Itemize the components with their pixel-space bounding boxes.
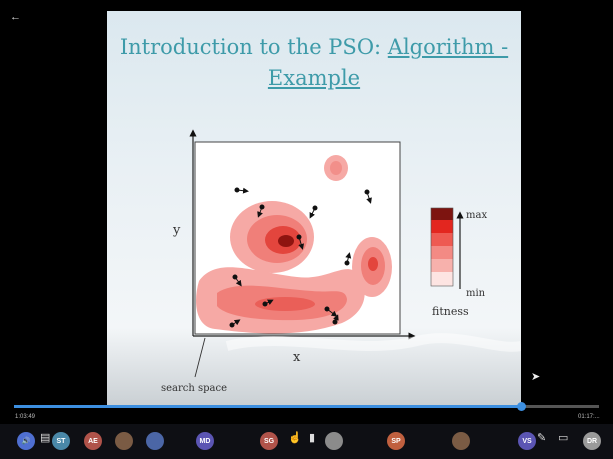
total-duration: 01:17:... [578,414,600,420]
fitness-legend-bar [430,207,454,287]
participant-avatar-sg[interactable]: SG [260,432,278,450]
pen-icon[interactable]: ✎ [537,432,547,444]
participant-photo-avatar[interactable] [325,432,343,450]
slide-title-part2: Algorithm - [387,35,509,59]
participant-avatar-ae[interactable]: AE [84,432,102,450]
slide-title-part1: Introduction to the PSO: [119,35,388,59]
chat-icon[interactable]: ▤ [40,432,51,444]
participant-photo-avatar[interactable] [452,432,470,450]
meeting-toolbar [0,424,613,459]
mouse-cursor-icon: ➤ [531,371,541,383]
separator-icon: ▮ [309,432,316,444]
y-axis-label: y [173,223,181,238]
search-space-pointer [194,337,206,378]
participant-photo-avatar[interactable] [146,432,164,450]
pso-fitness-landscape [189,129,521,378]
legend-min-label: min [466,288,486,299]
seek-handle[interactable] [517,402,526,411]
presentation-slide: Introduction to the PSO: Algorithm - Exa… [107,11,521,407]
participant-avatar-st[interactable]: ST [52,432,70,450]
legend-max-label: max [466,210,488,221]
participant-avatar-vs[interactable]: VS [518,432,536,450]
participant-photo-avatar[interactable] [115,432,133,450]
seek-bar-played[interactable] [14,405,522,408]
screen-icon[interactable]: ▭ [558,432,569,444]
seek-bar-remaining[interactable] [522,405,599,408]
participant-avatar-sp[interactable]: SP [387,432,405,450]
audio-icon[interactable]: 🔊 [17,432,35,450]
participant-avatar-dr[interactable]: DR [583,432,601,450]
search-space-label: search space [161,383,228,394]
particles [229,187,372,328]
slide-title-part3: Example [267,66,361,90]
x-axis-label: x [293,350,301,365]
elapsed-time: 1:03:49 [15,414,36,420]
slide-title: Introduction to the PSO: Algorithm - Exa… [107,32,521,94]
back-arrow-icon[interactable]: ← [10,11,21,23]
legend-fitness-label: fitness [432,305,469,318]
raise-hand-icon[interactable]: ☝ [288,432,302,444]
participant-avatar-md[interactable]: MD [196,432,214,450]
